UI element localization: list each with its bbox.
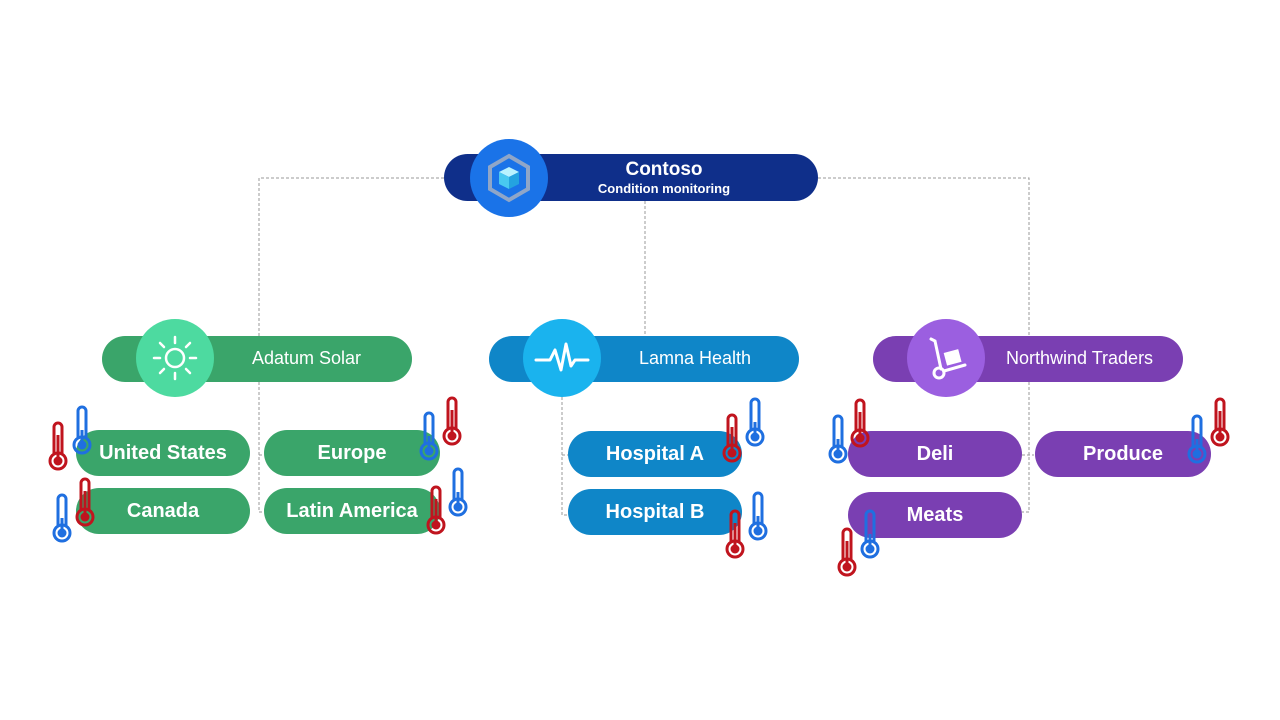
root-title: Contoso [625, 159, 703, 180]
connector-adatum-children [258, 382, 264, 513]
site-europe: Europe [264, 430, 440, 476]
site-label: Deli [916, 442, 954, 465]
thermometer-icon [748, 491, 768, 541]
site-label: United States [99, 441, 227, 464]
category-label: Lamna Health [639, 348, 752, 368]
site-produce: Produce [1035, 431, 1211, 477]
site-label: Canada [126, 499, 200, 522]
site-hospital-b: Hospital B [568, 489, 742, 535]
thermometer-icon [745, 397, 765, 447]
root-subtitle: Condition monitoring [597, 181, 731, 196]
thermometer-icon [442, 396, 462, 446]
hand-truck-icon [907, 319, 985, 397]
site-label: Produce [1082, 442, 1164, 465]
category-label: Northwind Traders [1006, 348, 1154, 368]
site-label: Latin America [286, 499, 418, 522]
thermometer-icon [72, 405, 92, 455]
thermometer-icon [48, 421, 68, 471]
connector-north-children [1022, 382, 1034, 513]
site-hospital-a: Hospital A [568, 431, 742, 477]
category-label: Adatum Solar [252, 348, 362, 368]
site-canada: Canada [76, 488, 250, 534]
thermometer-icon [75, 477, 95, 527]
thermometer-icon [722, 413, 742, 463]
site-united-states: United States [76, 430, 250, 476]
thermometer-icon [52, 493, 72, 543]
heartbeat-icon [523, 319, 601, 397]
thermometer-icon [837, 527, 857, 577]
thermometer-icon [426, 485, 446, 535]
thermometer-icon [860, 509, 880, 559]
sun-icon [136, 319, 214, 397]
cube-icon [470, 139, 548, 217]
connector-root-right [818, 177, 1030, 336]
thermometer-icon [725, 509, 745, 559]
site-label: Hospital A [605, 442, 705, 465]
site-meats: Meats [848, 492, 1022, 538]
thermometer-icon [1210, 397, 1230, 447]
connector-root-left [258, 177, 444, 336]
thermometer-icon [1187, 414, 1207, 464]
thermometer-icon [828, 414, 848, 464]
site-deli: Deli [848, 431, 1022, 477]
site-label: Europe [317, 441, 387, 464]
thermometer-icon [850, 398, 870, 448]
site-label: Meats [906, 503, 964, 526]
thermometer-icon [419, 411, 439, 461]
site-latin-america: Latin America [264, 488, 440, 534]
site-label: Hospital B [605, 500, 705, 523]
connector-lamna-children [561, 382, 568, 516]
thermometer-icon [448, 467, 468, 517]
